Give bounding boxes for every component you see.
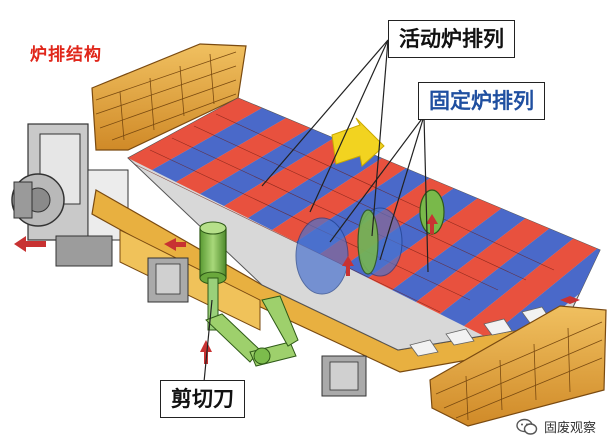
arrow-icon <box>331 117 385 167</box>
motion-arrows <box>14 214 580 364</box>
shear-knife-label: 剪切刀 <box>160 380 245 418</box>
back-brick-wall <box>91 43 247 151</box>
support-blocks <box>147 257 367 397</box>
active-grate-label: 活动炉排列 <box>388 20 515 58</box>
front-brick-wall <box>429 305 607 427</box>
diagram-title: 炉排结构 <box>30 45 102 65</box>
fixed-grate-label: 固定炉排列 <box>418 82 545 120</box>
watermark: 固废观察 <box>516 417 596 436</box>
linkage-arm <box>205 295 299 367</box>
callout-lines <box>203 39 429 383</box>
wechat-icon <box>516 418 538 435</box>
shear-cylinder <box>199 221 227 331</box>
watermark-text: 固废观察 <box>543 421 596 436</box>
